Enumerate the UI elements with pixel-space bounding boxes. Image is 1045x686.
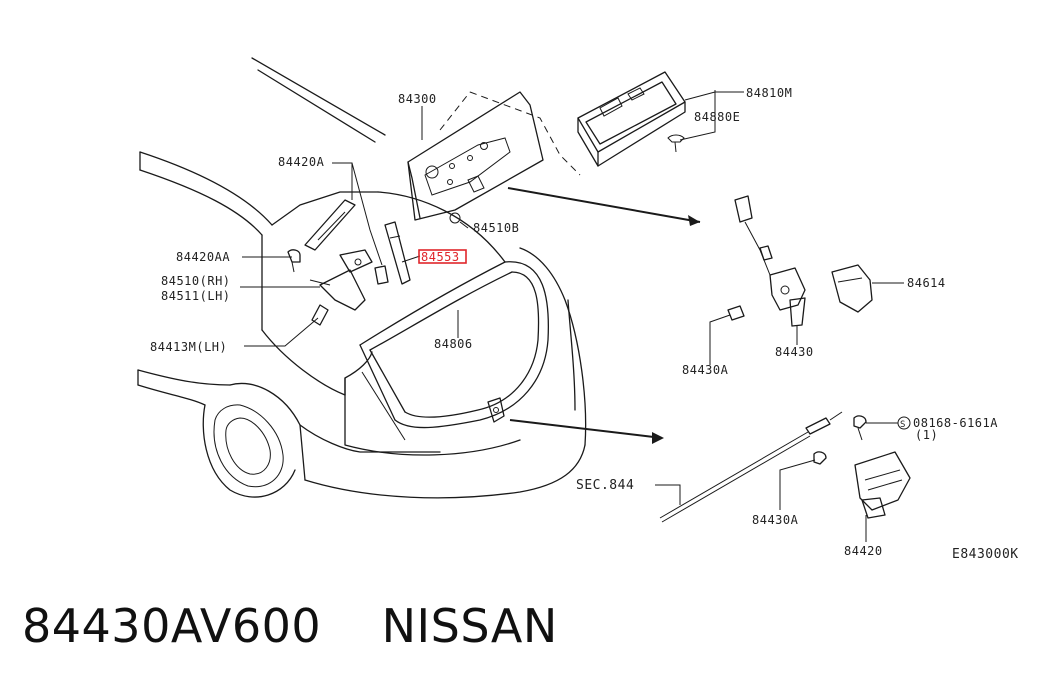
label-84806: 84806	[434, 337, 473, 351]
label-sec-844: SEC.844	[576, 478, 634, 493]
caption-gap	[321, 599, 382, 653]
brand-name: NISSAN	[381, 599, 558, 653]
s-symbol	[897, 416, 911, 430]
label-84420: 84420	[844, 544, 883, 558]
body-latch	[487, 397, 505, 423]
striker-assembly	[727, 195, 873, 327]
car-body-outline	[137, 57, 587, 499]
label-84300: 84300	[398, 92, 437, 106]
part-caption: 84430AV600 NISSAN	[22, 596, 558, 656]
part-number: 84430AV600	[22, 599, 322, 653]
label-08168-6161A: 08168-6161A	[913, 416, 998, 430]
label-84420A: 84420A	[278, 155, 325, 169]
highlight-box-84553	[418, 249, 467, 264]
label-84430: 84430	[775, 345, 814, 359]
label-84511-lh: 84511(LH)	[161, 289, 231, 303]
label-84553[interactable]: 84553	[421, 250, 460, 264]
detail-arrows	[507, 187, 701, 444]
label-84810M: 84810M	[746, 86, 792, 100]
latch-assembly	[659, 411, 911, 523]
label-84614: 84614	[907, 276, 946, 290]
trunk-garnish	[577, 71, 686, 167]
label-s-prefix: S	[900, 420, 906, 430]
label-08168-qty: (1)	[915, 428, 938, 442]
leader-lines	[240, 90, 904, 542]
label-84510B: 84510B	[473, 221, 519, 235]
diagram-code: E843000K	[952, 547, 1019, 562]
label-84880E: 84880E	[694, 110, 740, 124]
label-84430A-upper: 84430A	[682, 363, 729, 377]
label-84510-rh: 84510(RH)	[161, 274, 231, 288]
hinge-and-strut	[287, 199, 461, 326]
label-84430A-lower: 84430A	[752, 513, 799, 527]
label-84413m-lh: 84413M(LH)	[150, 340, 227, 354]
trunk-lid	[407, 91, 581, 221]
label-84420AA: 84420AA	[176, 250, 230, 264]
parts-diagram: 84300 84420A 84420AA 84510(RH) 84511(LH)…	[137, 57, 1019, 562]
